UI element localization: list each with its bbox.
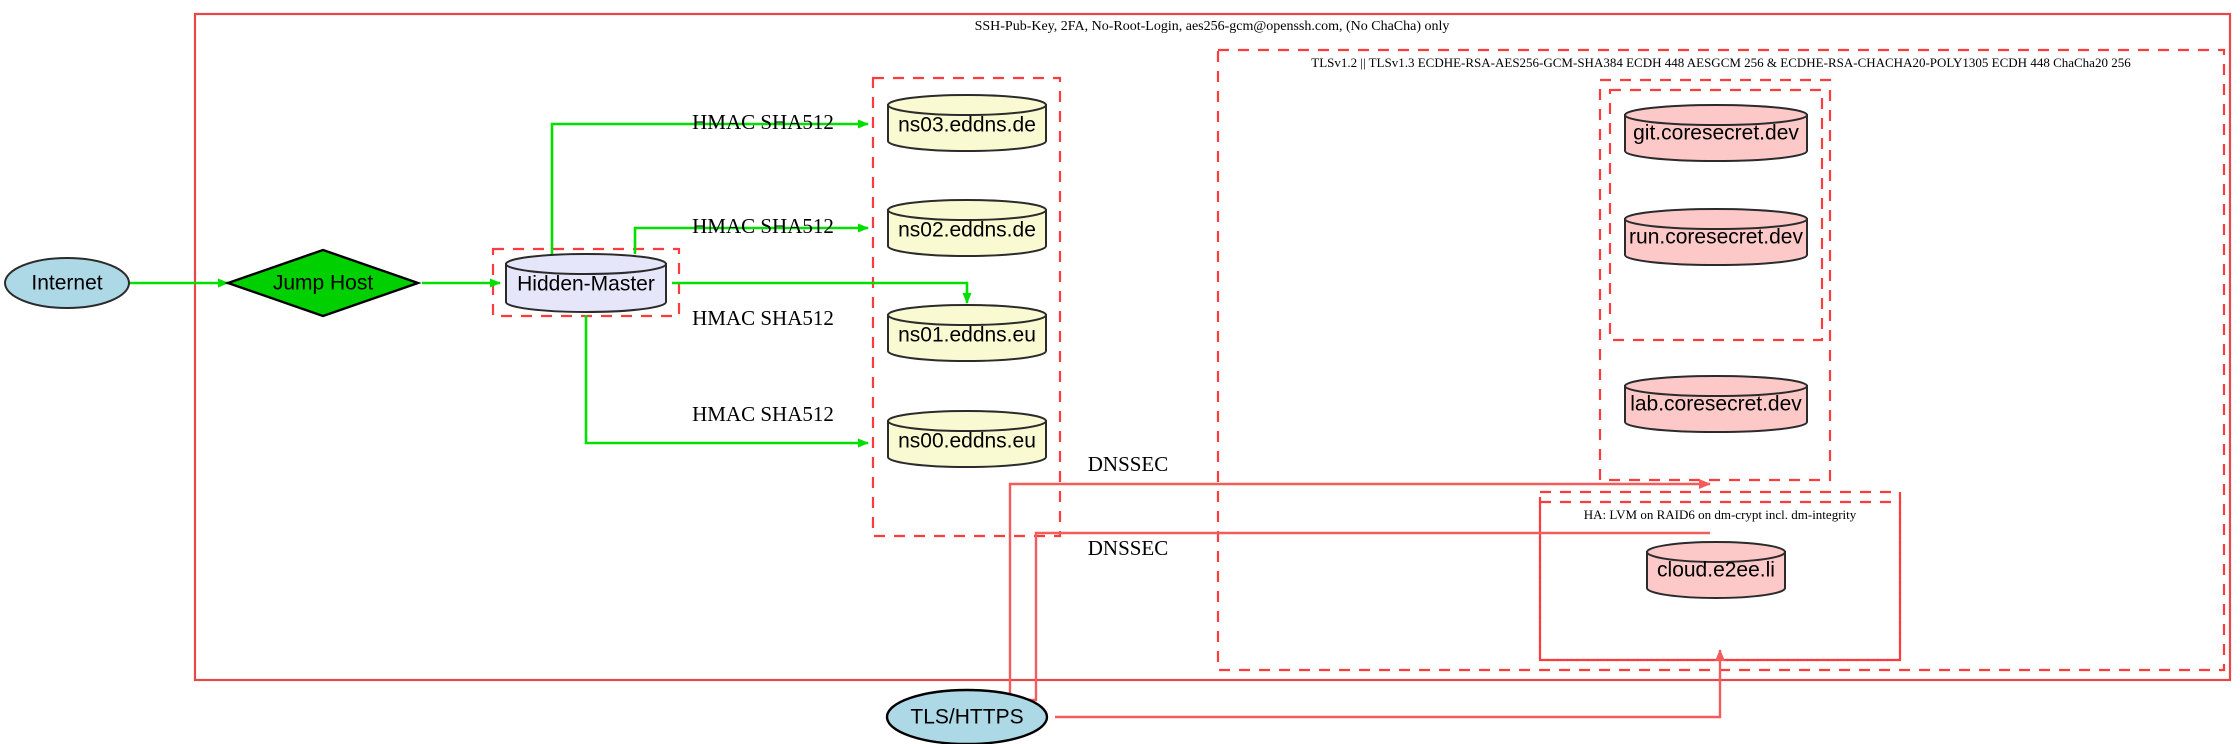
node-ns02[interactable]: ns02.eddns.de <box>887 199 1047 257</box>
edge-tls-right-branch <box>1055 649 1725 719</box>
node-lab-coresecret[interactable]: lab.coresecret.dev <box>1624 375 1808 433</box>
node-ns02-label: ns02.eddns.de <box>898 219 1036 242</box>
edge-hidden-master-to-ns00: HMAC SHA512 <box>584 315 869 448</box>
cluster-coresecret <box>1598 78 1832 482</box>
node-git-coresecret[interactable]: git.coresecret.dev <box>1624 104 1808 162</box>
node-run-coresecret[interactable]: run.coresecret.dev <box>1624 208 1808 266</box>
node-internet[interactable]: Internet <box>4 257 130 309</box>
edge-label-dnssec-cloud: DNSSEC <box>1088 536 1169 560</box>
node-hidden-master[interactable]: Hidden-Master <box>505 253 667 313</box>
node-tls-https[interactable]: TLS/HTTPS <box>885 688 1049 744</box>
edge-tls-to-cloud: DNSSEC <box>968 531 1710 702</box>
node-ns03-label: ns03.eddns.de <box>898 114 1036 137</box>
node-hidden-master-label: Hidden-Master <box>517 273 655 296</box>
edge-label-hmac-ns03: HMAC SHA512 <box>692 110 834 134</box>
node-internet-label: Internet <box>31 272 102 295</box>
edge-hidden-master-to-ns03: HMAC SHA512 <box>550 110 869 254</box>
edge-label-hmac-ns00: HMAC SHA512 <box>692 402 834 426</box>
node-cloud-e2ee-label: cloud.e2ee.li <box>1657 559 1775 582</box>
node-run-coresecret-label: run.coresecret.dev <box>1629 226 1803 249</box>
node-git-coresecret-label: git.coresecret.dev <box>1633 122 1799 145</box>
cluster-ha: HA: LVM on RAID6 on dm-crypt incl. dm-in… <box>1538 500 1902 662</box>
node-ns00-label: ns00.eddns.eu <box>898 430 1036 453</box>
cluster-ha-label: HA: LVM on RAID6 on dm-crypt incl. dm-in… <box>1584 507 1857 522</box>
node-ns00[interactable]: ns00.eddns.eu <box>887 410 1047 468</box>
cluster-tls-label: TLSv1.2 || TLSv1.3 ECDHE-RSA-AES256-GCM-… <box>1311 55 2131 70</box>
edge-label-hmac-ns01: HMAC SHA512 <box>692 306 834 330</box>
edge-label-dnssec-coresecret: DNSSEC <box>1088 452 1169 476</box>
cluster-outer-ssh: SSH-Pub-Key, 2FA, No-Root-Login, aes256-… <box>193 12 2232 682</box>
node-jump-host[interactable]: Jump Host <box>224 248 422 318</box>
cluster-nameservers <box>871 76 1062 538</box>
edge-hidden-master-to-ns02: HMAC SHA512 <box>633 214 869 254</box>
node-cloud-e2ee[interactable]: cloud.e2ee.li <box>1646 541 1786 599</box>
node-ns01[interactable]: ns01.eddns.eu <box>887 304 1047 362</box>
edge-tls-to-coresecret: DNSSEC <box>968 452 1711 719</box>
node-ns01-label: ns01.eddns.eu <box>898 324 1036 347</box>
node-ns03[interactable]: ns03.eddns.de <box>887 94 1047 152</box>
node-jump-host-label: Jump Host <box>273 272 374 295</box>
edge-label-hmac-ns02: HMAC SHA512 <box>692 214 834 238</box>
node-lab-coresecret-label: lab.coresecret.dev <box>1630 393 1802 416</box>
cluster-outer-label: SSH-Pub-Key, 2FA, No-Root-Login, aes256-… <box>975 19 1450 34</box>
edge-hidden-master-to-ns01: HMAC SHA512 <box>672 281 972 330</box>
node-tls-https-label: TLS/HTTPS <box>910 706 1023 729</box>
